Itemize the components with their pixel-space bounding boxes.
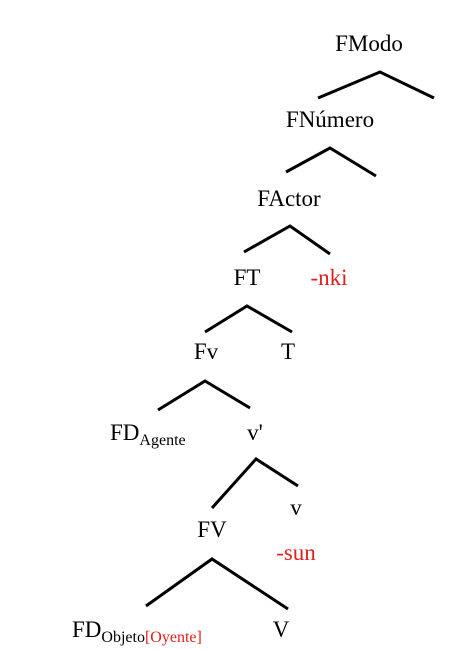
affix-sun: -sun: [276, 540, 316, 565]
fd-agente-sub: Agente: [139, 432, 185, 449]
fd-objeto-feature: [Oyente]: [145, 629, 202, 646]
node-factor: FActor: [257, 186, 321, 211]
branch-v-bar: [210, 457, 299, 510]
node-fmodo: FModo: [335, 31, 403, 56]
node-v-big: V: [273, 617, 290, 642]
branch-ft: [204, 304, 293, 334]
fd-objeto-sub: Objeto: [101, 629, 145, 646]
branch-fmodo: [317, 70, 435, 100]
affix-nki: -nki: [310, 265, 347, 290]
branch-fv-big: [145, 557, 289, 611]
node-v-bar: v': [247, 420, 263, 445]
fd-objeto-main: FD: [72, 617, 101, 642]
branch-fv-small: [157, 379, 251, 412]
node-fd-agente: FDAgente: [110, 420, 186, 449]
node-ft: FT: [234, 265, 261, 290]
branch-fnumero: [285, 146, 377, 178]
node-fv-small: Fv: [194, 339, 219, 364]
node-fd-objeto: FDObjeto[Oyente]: [72, 617, 202, 646]
node-fnumero: FNúmero: [286, 107, 374, 132]
node-t: T: [281, 339, 295, 364]
branch-factor: [243, 224, 331, 256]
fd-agente-main: FD: [110, 420, 139, 445]
node-v-small: v: [290, 495, 302, 520]
node-fv-big: FV: [197, 517, 227, 542]
